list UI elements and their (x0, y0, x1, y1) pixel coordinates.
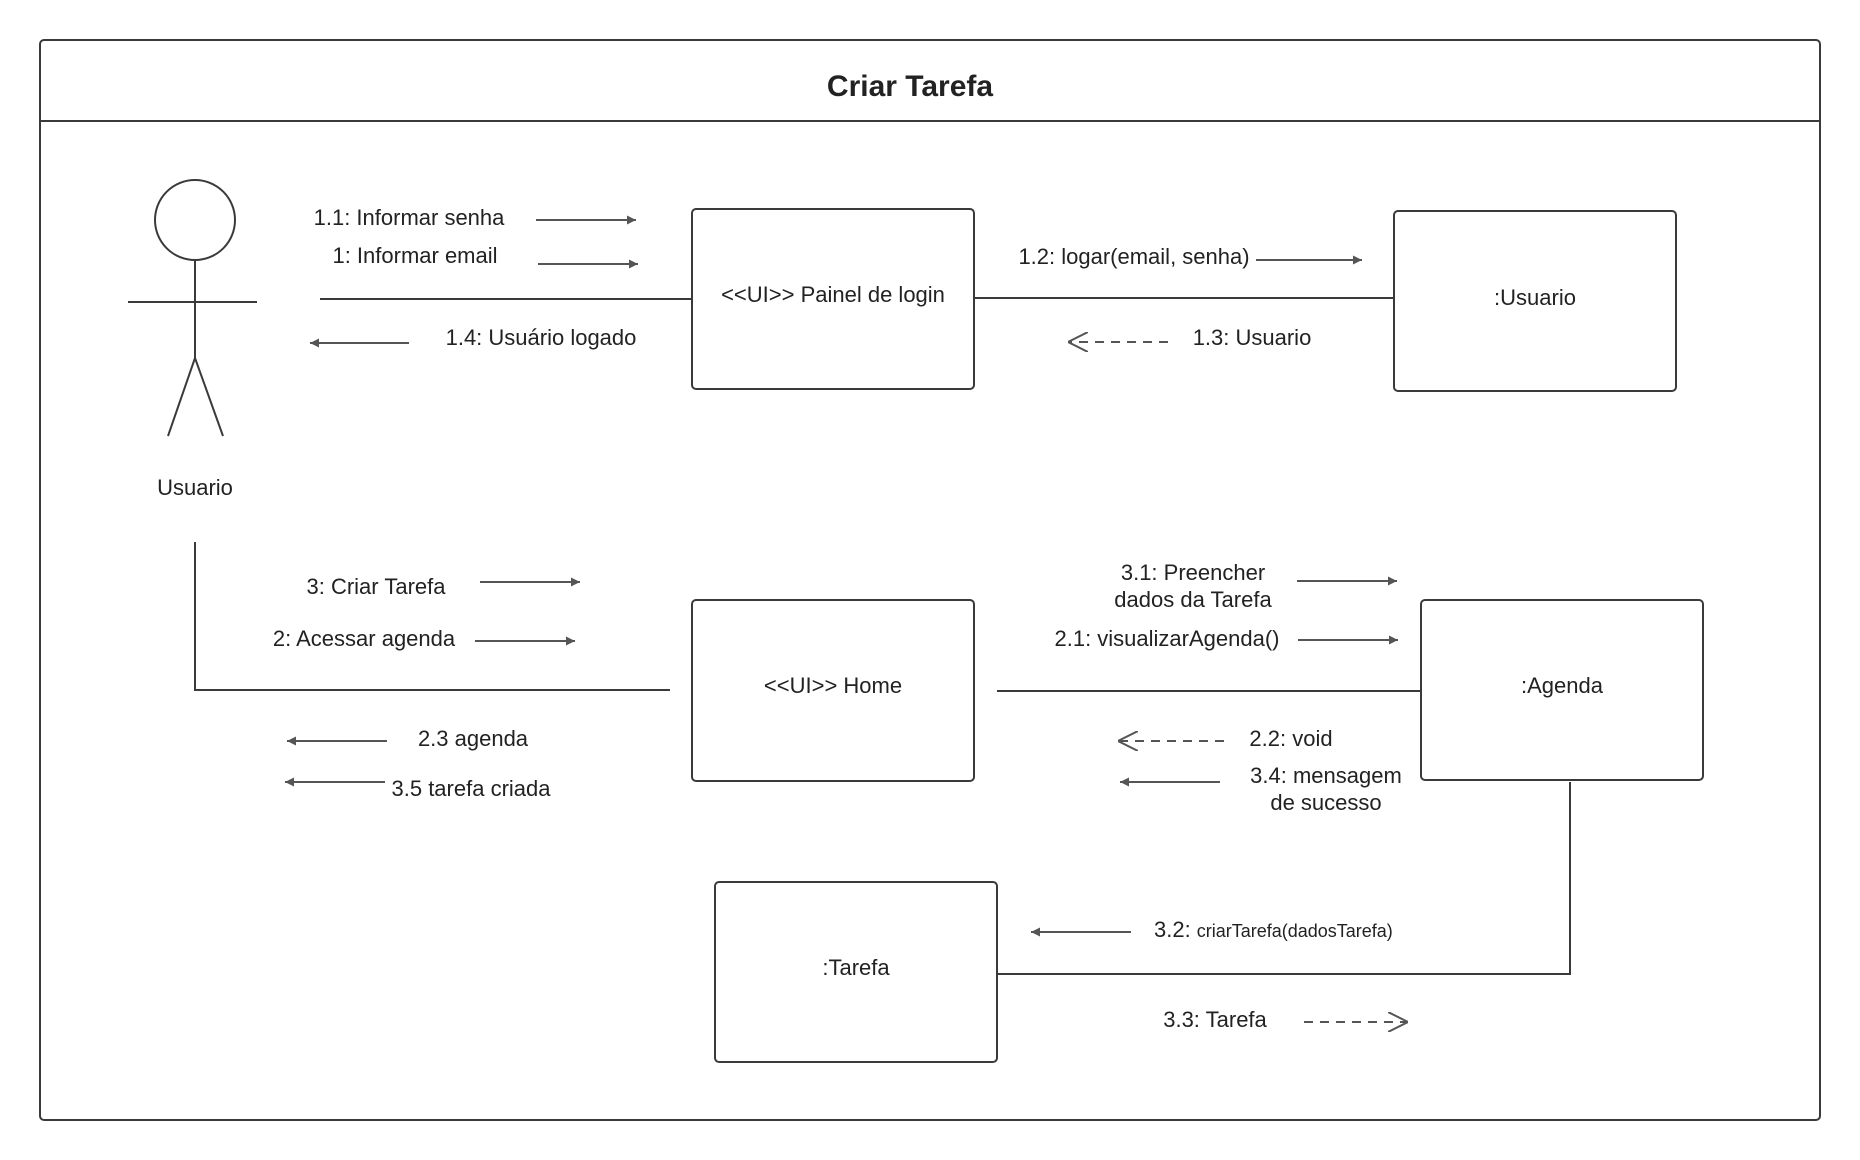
actor-name: Usuario (157, 475, 233, 500)
msg-1-1: 1.1: Informar senha (314, 205, 506, 230)
msg-1-4: 1.4: Usuário logado (446, 325, 637, 350)
object-home[interactable]: <<UI>> Home (691, 599, 975, 782)
link-agenda-tarefa (997, 782, 1571, 975)
diagram-title: Criar Tarefa (827, 70, 994, 103)
msg-3-2: 3.2: criarTarefa(dadosTarefa) (1154, 917, 1393, 942)
object-usuario[interactable]: :Usuario (1393, 210, 1677, 392)
msg-3-4-line2: de sucesso (1270, 790, 1381, 815)
msg-1: 1: Informar email (332, 243, 497, 268)
link-actor-home (194, 542, 670, 691)
msg-3-2-prefix: 3.2: (1154, 917, 1191, 942)
object-usuario-label: :Usuario (1494, 285, 1576, 310)
object-tarefa[interactable]: :Tarefa (714, 881, 998, 1063)
diagram-frame (39, 39, 1821, 1121)
object-painel-login-label: <<UI>> Painel de login (721, 282, 945, 307)
object-agenda[interactable]: :Agenda (1420, 599, 1704, 781)
actor-head (154, 179, 236, 261)
msg-3-3: 3.3: Tarefa (1163, 1007, 1267, 1032)
actor-right-leg (194, 357, 224, 437)
actor-usuario[interactable]: Usuario (128, 179, 257, 500)
msg-3-5: 3.5 tarefa criada (392, 776, 552, 801)
msg-3-4-line1: 3.4: mensagem (1250, 763, 1402, 788)
object-painel-login[interactable]: <<UI>> Painel de login (691, 208, 975, 390)
object-agenda-label: :Agenda (1521, 673, 1604, 698)
msg-3-1-line2: dados da Tarefa (1114, 587, 1272, 612)
actor-left-leg (167, 357, 196, 437)
msg-3-1-line1: 3.1: Preencher (1121, 560, 1265, 585)
msg-2-2: 2.2: void (1249, 726, 1332, 751)
msg-1-2: 1.2: logar(email, senha) (1018, 244, 1249, 269)
object-tarefa-label: :Tarefa (822, 955, 890, 980)
object-home-label: <<UI>> Home (764, 673, 902, 698)
msg-3-2-call: criarTarefa(dadosTarefa) (1197, 921, 1393, 941)
msg-2: 2: Acessar agenda (273, 626, 456, 651)
msg-3: 3: Criar Tarefa (307, 574, 447, 599)
msg-2-3: 2.3 agenda (418, 726, 529, 751)
msg-1-3: 1.3: Usuario (1193, 325, 1312, 350)
msg-2-1: 2.1: visualizarAgenda() (1054, 626, 1279, 651)
